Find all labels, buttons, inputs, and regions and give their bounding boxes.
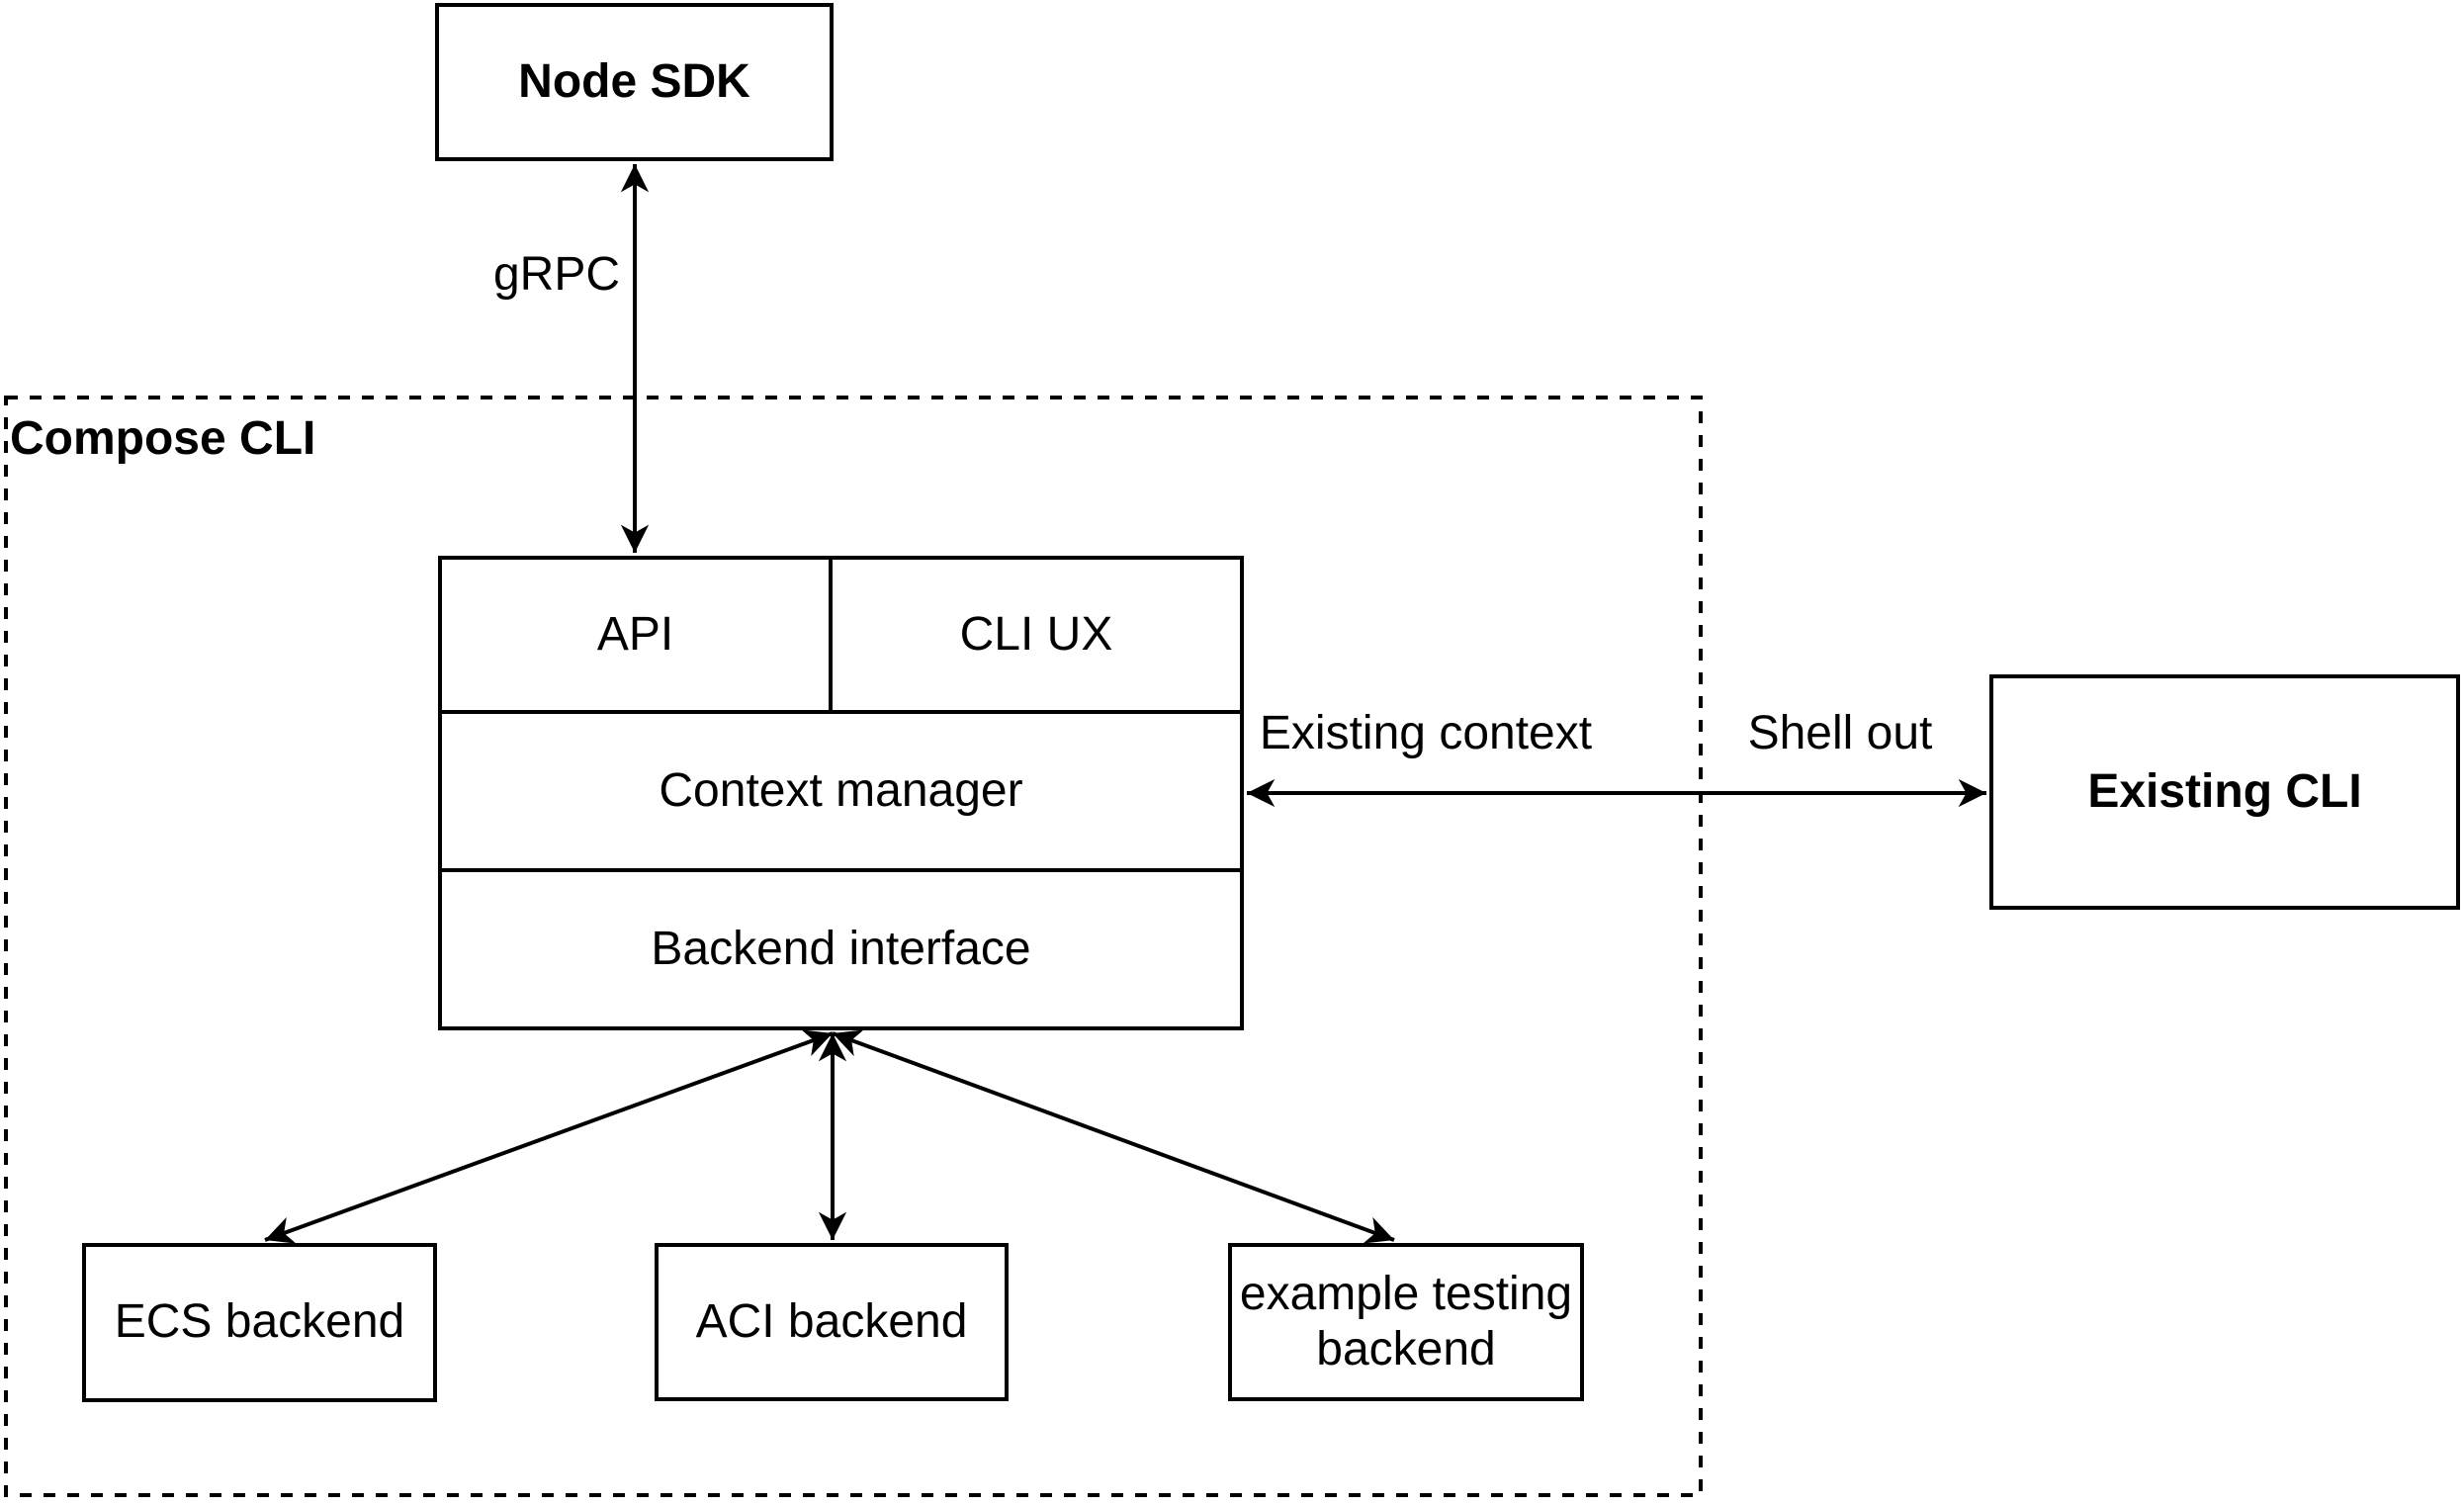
cli-ux-cell: CLI UX <box>959 607 1113 661</box>
context-manager-cell: Context manager <box>659 763 1023 817</box>
ecs-backend-box: ECS backend <box>82 1243 437 1402</box>
shell-out-edge-label: Shell out <box>1747 707 1933 759</box>
node-sdk-box: Node SDK <box>435 3 834 161</box>
aci-backend-box: ACI backend <box>655 1243 1009 1401</box>
compose-cli-container-border <box>4 396 1703 1497</box>
edge-backend-ecs <box>264 1029 834 1244</box>
compose-cli-container-label: Compose CLI <box>10 412 316 465</box>
existing-cli-box: Existing CLI <box>1989 674 2460 910</box>
api-cliux-divider <box>829 560 833 712</box>
example-testing-backend-box: example testing backend <box>1228 1243 1584 1401</box>
api-cell: API <box>596 607 674 661</box>
existing-context-edge-label: Existing context <box>1259 707 1593 759</box>
backend-interface-cell: Backend interface <box>651 922 1031 975</box>
compose-cli-core-box <box>438 556 1244 1030</box>
edge-backend-example <box>832 1029 1395 1244</box>
toprow-contextmanager-divider <box>442 710 1240 714</box>
grpc-edge-label: gRPC <box>492 248 620 301</box>
contextmanager-backendinterface-divider <box>442 868 1240 872</box>
